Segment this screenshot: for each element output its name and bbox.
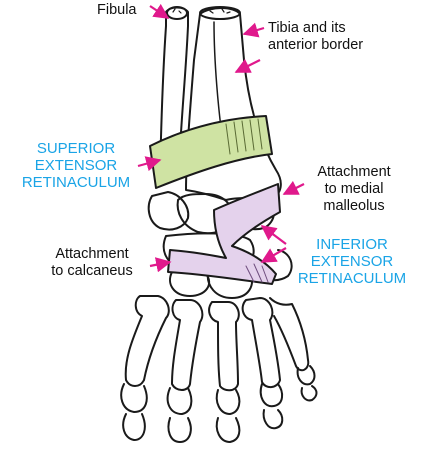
medial-malleolus-pointer — [282, 180, 305, 195]
metatarsal-bones — [124, 295, 310, 392]
tibia-border-pointer — [234, 58, 261, 73]
tibia-pointer — [242, 22, 265, 38]
fibula-label: Fibula — [97, 2, 137, 18]
medial-malleolus-label: Attachment to medial malleolus — [317, 164, 391, 214]
inferior-retinaculum-pointer-upper — [260, 225, 287, 245]
superior-retinaculum-pointer — [137, 156, 162, 172]
superior-extensor-retinaculum-band — [149, 115, 273, 189]
inferior-retinaculum-pointer-lower — [260, 247, 287, 263]
inferior-extensor-retinaculum-label: INFERIOR EXTENSOR RETINACULUM — [297, 236, 407, 287]
phalanges — [120, 365, 318, 443]
superior-extensor-retinaculum-label: SUPERIOR EXTENSOR RETINACULUM — [21, 140, 131, 191]
calcaneus-label: Attachment to calcaneus — [51, 246, 133, 279]
fibula-pointer — [149, 3, 170, 19]
calcaneus-pointer — [149, 257, 172, 273]
inferior-extensor-retinaculum-band — [167, 183, 281, 285]
tibia-label: Tibia and its anterior border — [268, 20, 364, 53]
